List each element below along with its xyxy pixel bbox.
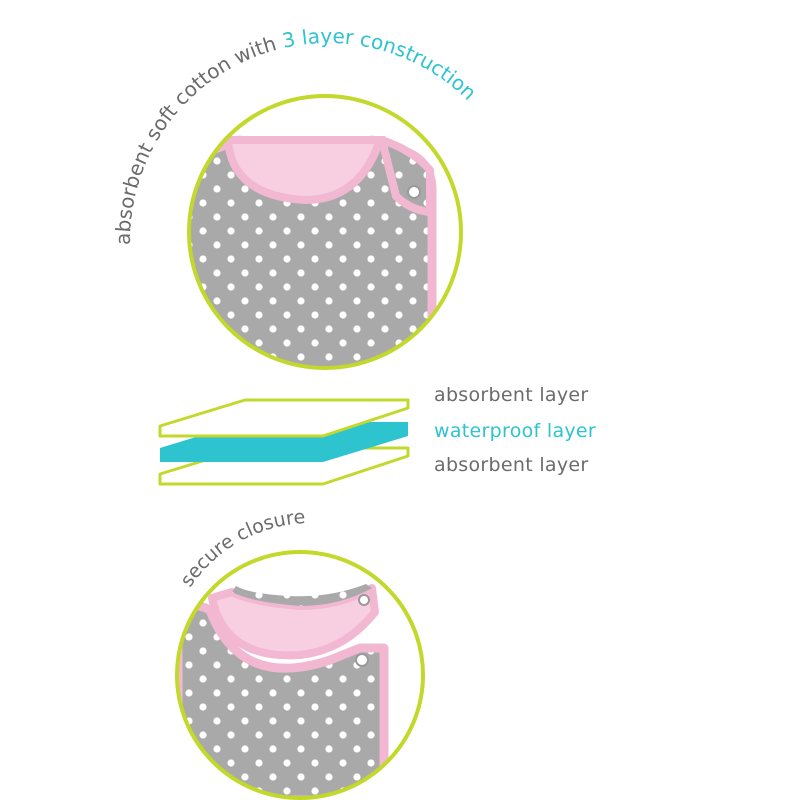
layer-diagram (158, 398, 410, 486)
absorbent-layer-top-shape (158, 398, 410, 438)
layer-label-bottom: absorbent layer (434, 454, 589, 476)
layer-label-top: absorbent layer (434, 384, 589, 406)
top-detail-circle (187, 94, 463, 370)
layer-label-waterproof: waterproof layer (434, 420, 597, 442)
top-caption-part2: 3 layer construction (280, 24, 481, 105)
bib-front-image (190, 135, 437, 367)
bib-closure-image (178, 584, 389, 797)
bottom-detail-circle (175, 550, 425, 800)
